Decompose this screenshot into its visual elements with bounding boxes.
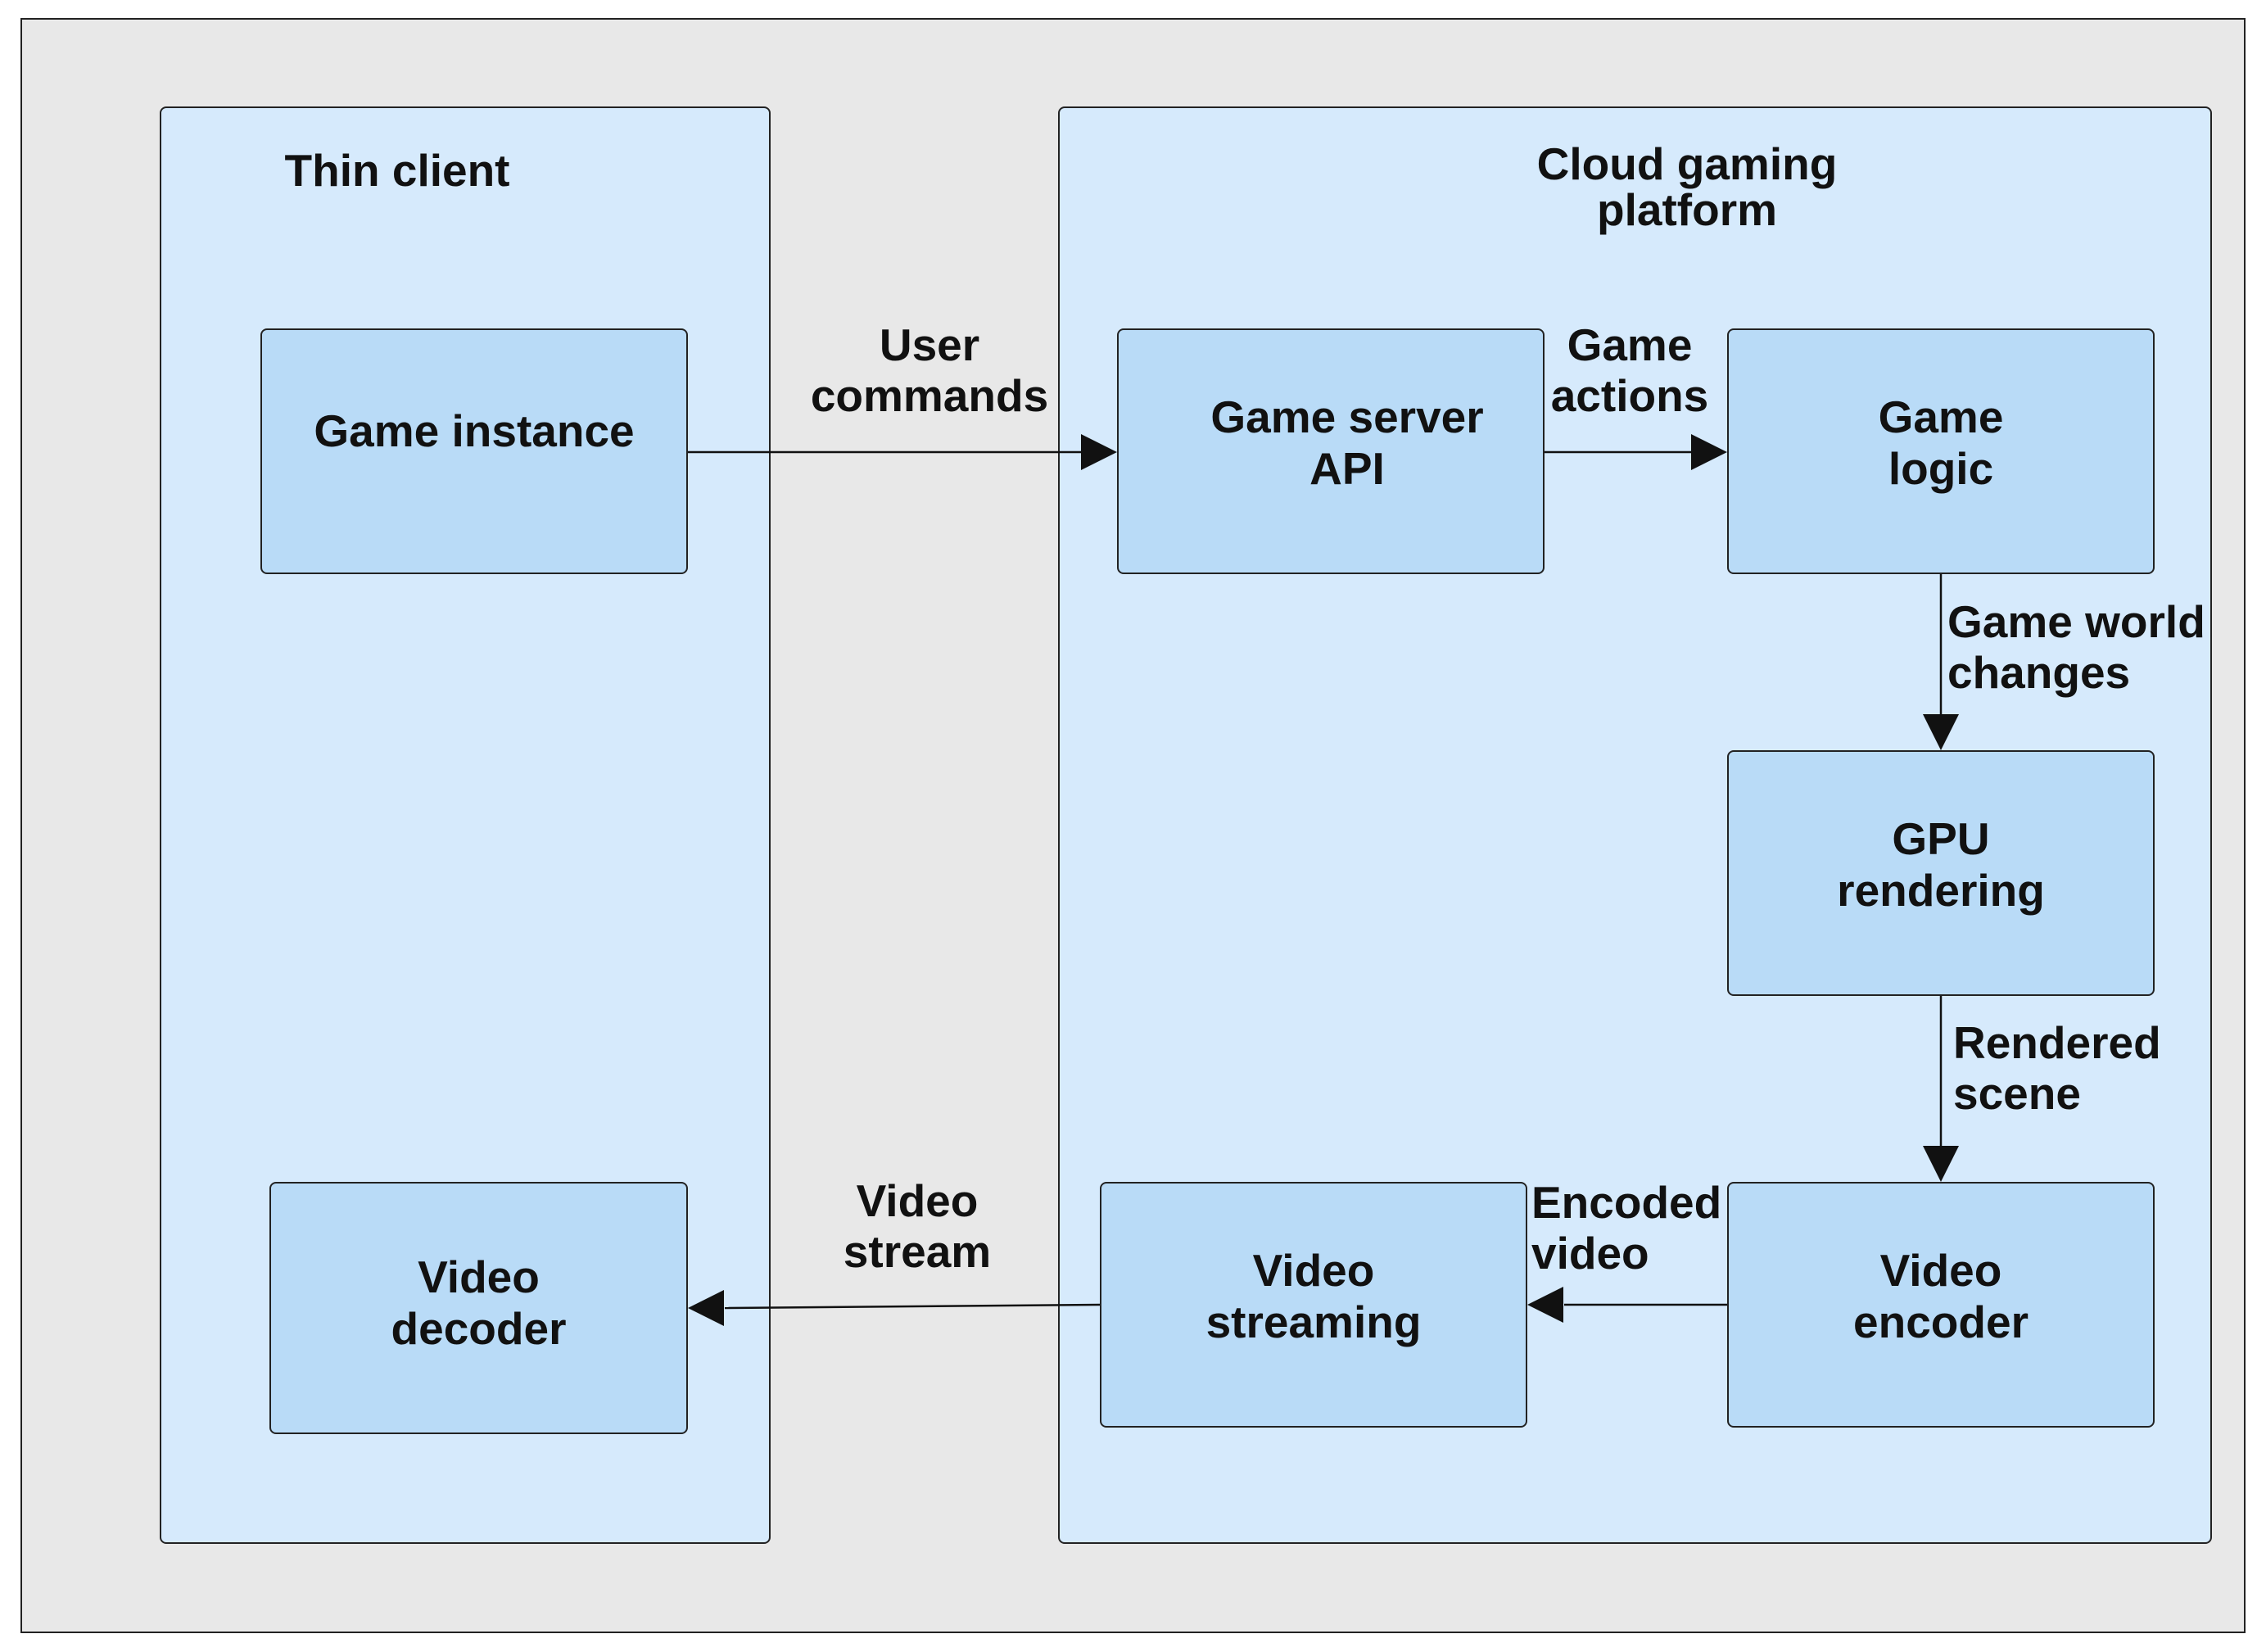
node-video-encoder: Video encoder: [1727, 1182, 2155, 1428]
node-video-encoder-label: Video encoder: [1853, 1245, 2029, 1347]
node-game-logic: Game logic: [1727, 328, 2155, 574]
arrowhead-game-actions: [1691, 434, 1727, 470]
node-game-instance: Game instance: [260, 328, 688, 574]
arrowhead-game-world-changes: [1923, 714, 1959, 750]
lane-title-thin-client: Thin client: [284, 145, 510, 196]
edge-label-video-stream: Video stream: [843, 1175, 992, 1277]
node-video-decoder: Video decoder: [269, 1182, 688, 1434]
node-video-streaming: Video streaming: [1100, 1182, 1527, 1428]
node-game-server-api: Game server API: [1117, 328, 1545, 574]
node-gpu-rendering-label: GPU rendering: [1837, 813, 2045, 916]
node-video-streaming-label: Video streaming: [1205, 1245, 1422, 1347]
arrowhead-rendered-scene: [1923, 1146, 1959, 1182]
node-gpu-rendering: GPU rendering: [1727, 750, 2155, 996]
node-game-instance-label: Game instance: [314, 405, 635, 456]
edge-video-stream: [724, 1303, 1101, 1310]
arrowhead-encoded-video: [1527, 1287, 1563, 1323]
edge-label-rendered-scene: Rendered scene: [1953, 1017, 2161, 1119]
edge-label-game-world-changes: Game world changes: [1947, 596, 2205, 698]
lane-title-cloud-platform: Cloud gaming platform: [1536, 138, 1838, 235]
edge-label-game-actions: Game actions: [1550, 319, 1709, 421]
arrowhead-user-commands: [1081, 434, 1117, 470]
edge-label-encoded-video: Encoded video: [1531, 1177, 1722, 1279]
node-game-logic-label: Game logic: [1878, 392, 2004, 494]
node-game-server-api-label: Game server API: [1210, 392, 1484, 494]
arrowhead-video-stream: [688, 1290, 724, 1326]
node-video-decoder-label: Video decoder: [391, 1251, 567, 1354]
edge-label-user-commands: User commands: [810, 319, 1049, 421]
